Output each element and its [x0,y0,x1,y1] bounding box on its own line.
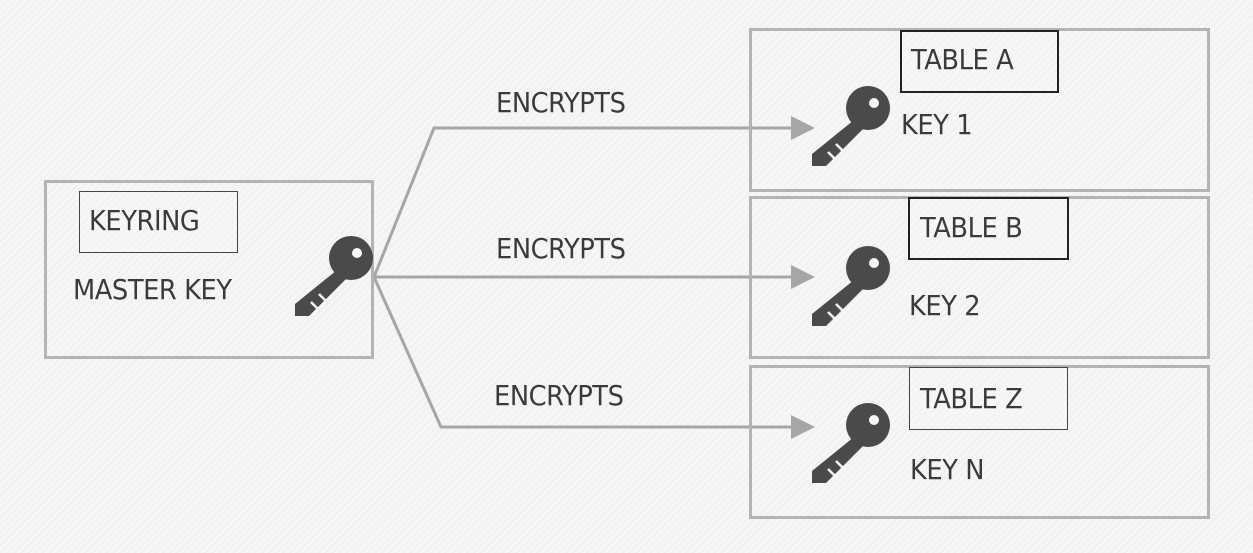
arrow-to-table-z [372,276,815,439]
key-2-label: KEY 2 [909,289,981,322]
table-a-box [749,28,1210,192]
encrypts-label-middle: ENCRYPTS [496,232,626,265]
table-b-label: TABLE B [920,211,1023,244]
key-n-label: KEY N [910,453,985,486]
master-key-label: MASTER KEY [73,273,232,306]
keyring-label: KEYRING [89,204,200,237]
table-z-label-box [909,367,1068,430]
table-z-label: TABLE Z [920,382,1023,415]
encrypts-label-top: ENCRYPTS [496,86,626,119]
key-2-icon [806,240,896,330]
table-a-label-box [900,30,1059,93]
key-1-icon [806,80,896,170]
encrypts-label-bottom: ENCRYPTS [494,379,624,412]
table-a-label: TABLE A [911,43,1014,76]
master-key-icon [289,230,379,320]
table-z-box [749,365,1210,519]
key-n-icon [806,397,896,487]
keyring-label-box [79,191,238,253]
keyring-box [44,180,374,359]
arrow-to-table-a [372,116,815,278]
key-1-label: KEY 1 [901,108,973,141]
table-b-label-box [908,197,1069,260]
